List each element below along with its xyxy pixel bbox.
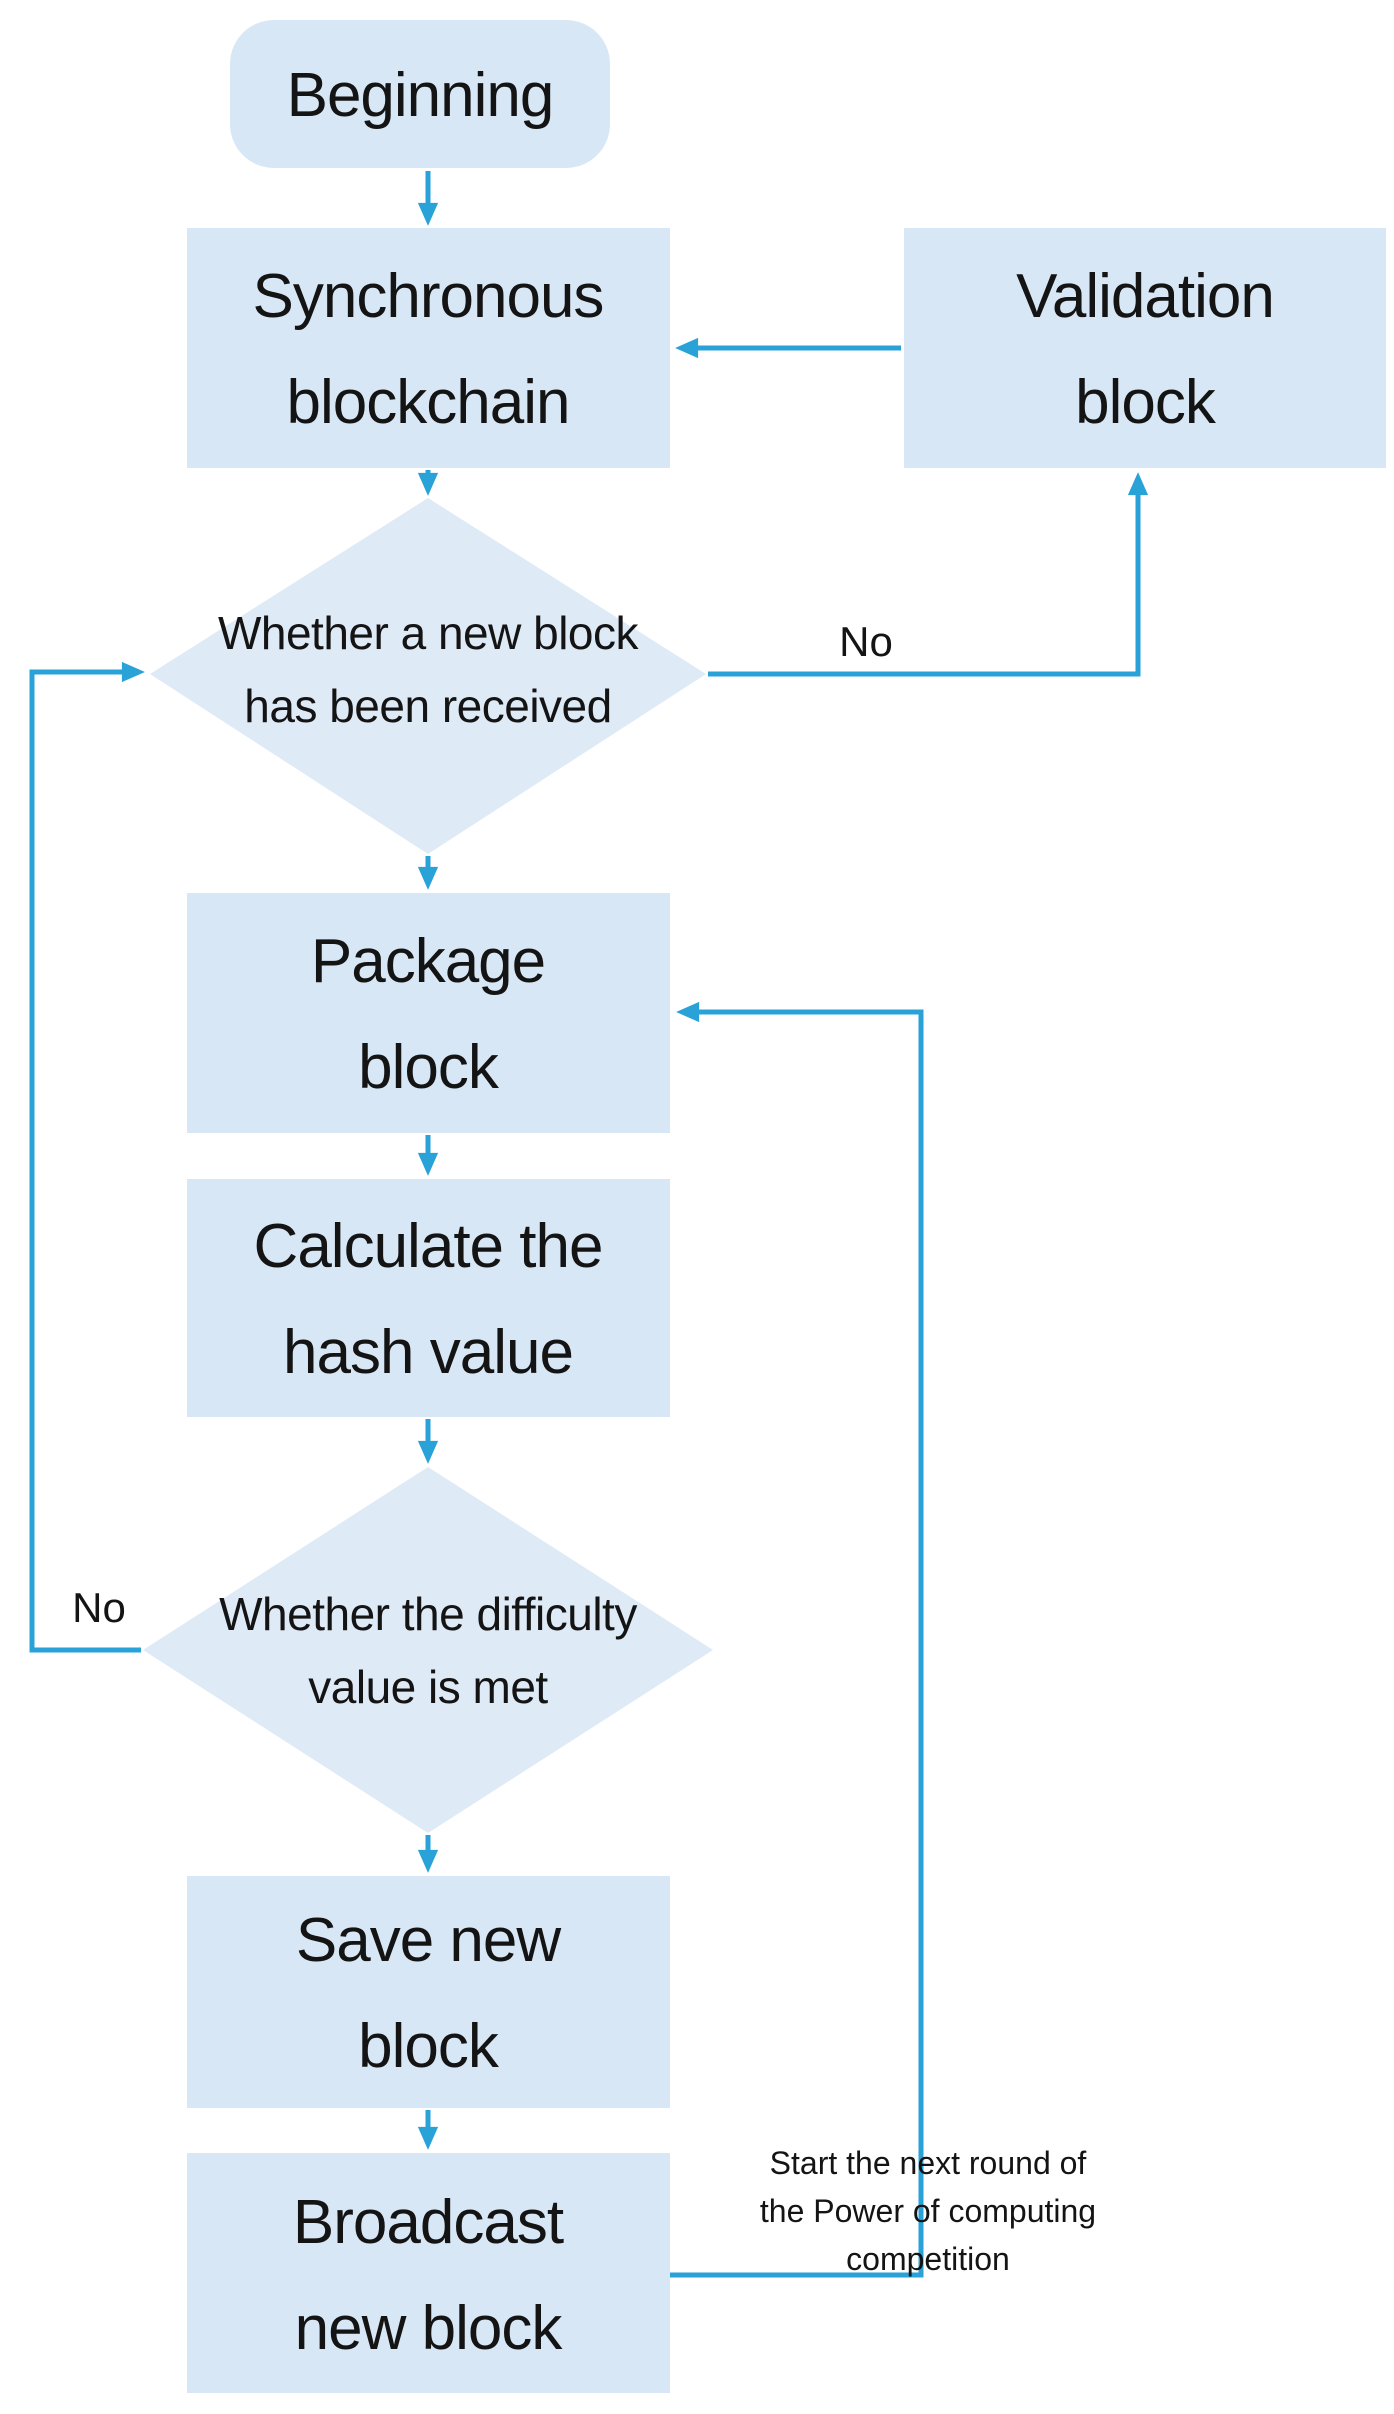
sync-blockchain-label-line2: blockchain <box>287 368 570 437</box>
edge-decision1-no-to-validation <box>708 472 1149 677</box>
restart-label-line2: the Power of computing <box>760 2193 1096 2229</box>
broadcast-block-label-line2: new block <box>295 2294 564 2363</box>
package-block-label-line2: block <box>358 1033 500 1102</box>
decision-new-block-label-line2: has been received <box>244 680 611 732</box>
broadcast-block-label-line1: Broadcast <box>293 2188 564 2257</box>
decision-new-block-label-line1: Whether a new block <box>218 607 640 659</box>
save-block-label-line2: block <box>358 2012 500 2081</box>
validation-block-label-line1: Validation <box>1016 262 1274 331</box>
package-block-label-line1: Package <box>311 927 545 996</box>
beginning-label: Beginning <box>287 61 554 130</box>
edge-broadcast-restart-to-package <box>669 1001 924 2278</box>
beginning-node <box>230 20 610 168</box>
calculate-hash-label-line2: hash value <box>283 1318 573 1387</box>
sync-blockchain-node <box>187 228 670 468</box>
decision-difficulty-met <box>143 1467 713 1833</box>
package-block-node <box>187 893 670 1133</box>
save-block-node <box>187 1876 670 2108</box>
validation-block-node <box>904 228 1386 468</box>
broadcast-block-node <box>187 2153 670 2393</box>
calculate-hash-label-line1: Calculate the <box>254 1212 603 1281</box>
calculate-hash-node <box>187 1179 670 1417</box>
restart-label-line1: Start the next round of <box>770 2145 1087 2181</box>
decision-new-block-received <box>150 498 706 854</box>
save-block-label-line1: Save new <box>296 1906 562 1975</box>
no-label-difficulty: No <box>72 1584 126 1631</box>
restart-label-line3: competition <box>846 2241 1010 2277</box>
edge-decision2-no-to-decision1 <box>29 661 145 1653</box>
sync-blockchain-label-line1: Synchronous <box>253 262 604 331</box>
decision-difficulty-label-line2: value is met <box>308 1661 548 1713</box>
validation-block-label-line2: block <box>1075 368 1217 437</box>
decision-difficulty-label-line1: Whether the difficulty <box>219 1588 637 1640</box>
no-label-received: No <box>839 618 893 665</box>
